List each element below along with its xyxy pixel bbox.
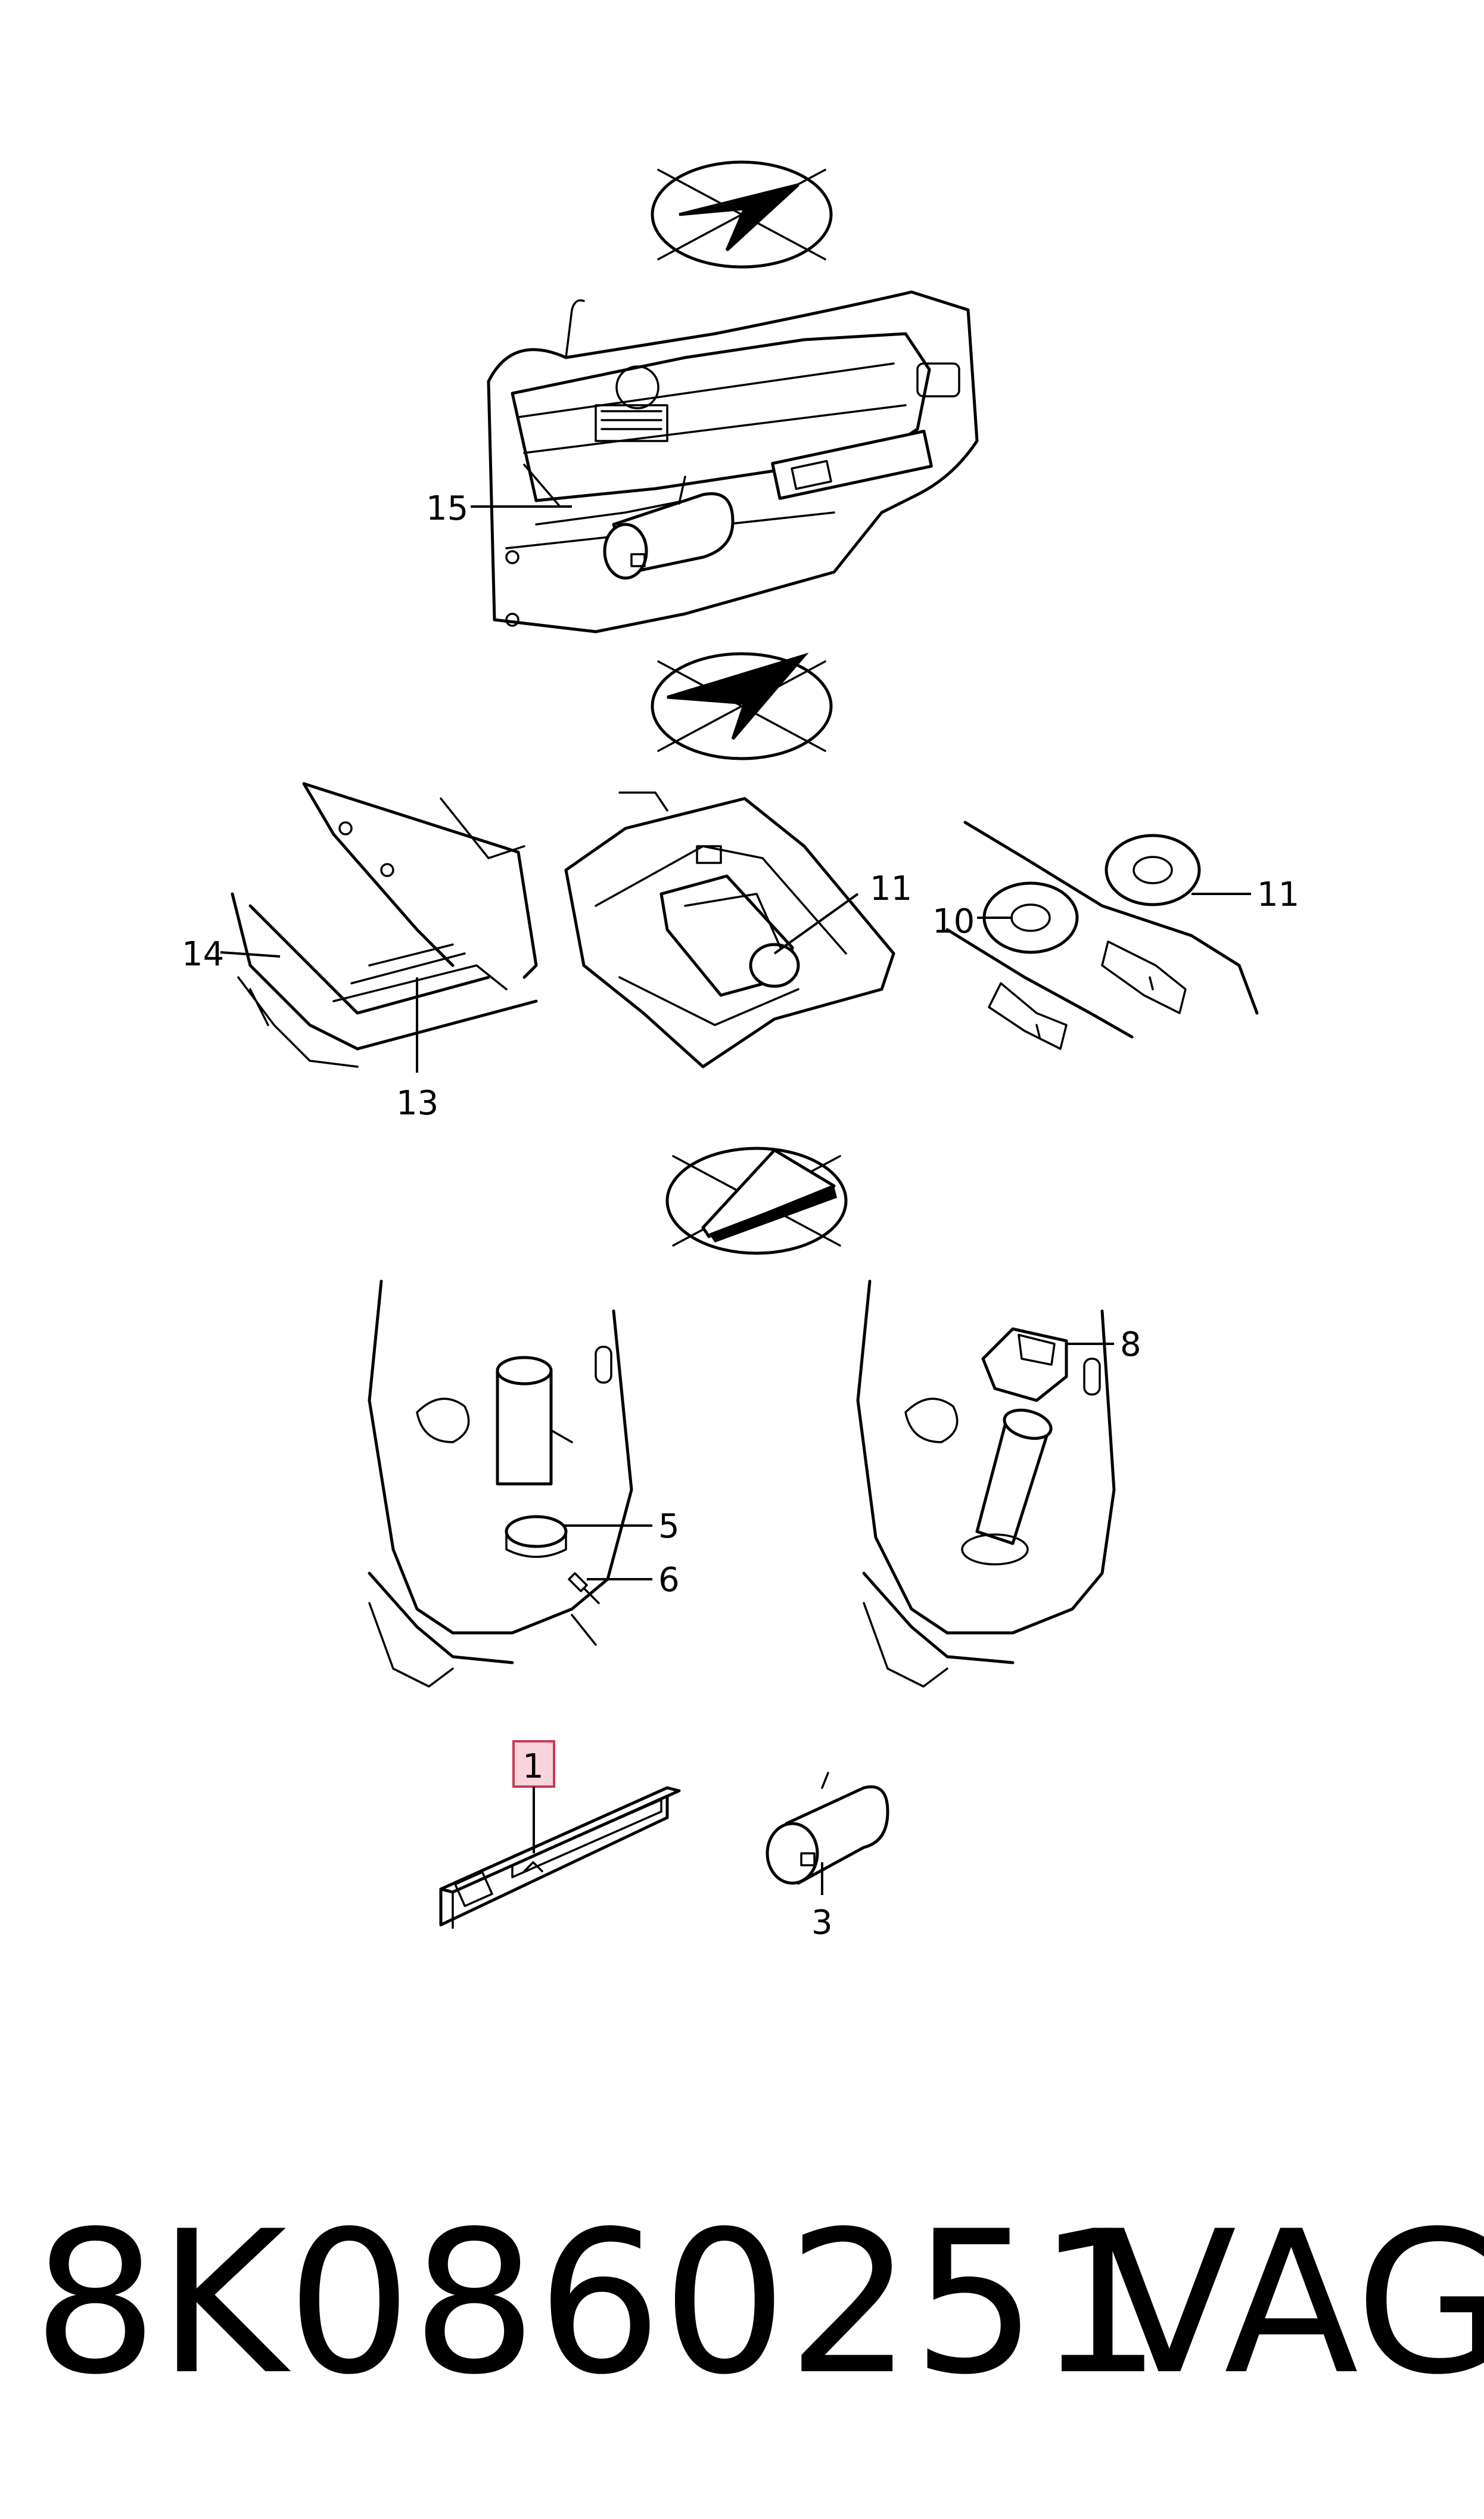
side-panel-right-view [856,1279,1116,1688]
callout-3[interactable]: 3 [811,1903,833,1942]
callout-15[interactable]: 15 [426,489,468,528]
callout-5[interactable]: 5 [658,1507,680,1546]
holders-view [945,821,1259,1050]
callout-14[interactable]: 14 [182,935,224,974]
part-1-warning-triangle-case[interactable] [439,1786,681,1929]
vehicle-type-symbol-middle [651,652,833,760]
part-3-canister[interactable] [766,1772,889,1885]
callout-13[interactable]: 13 [396,1084,438,1123]
floor-canister-view [564,791,895,1069]
callout-11-right[interactable]: 11 [1257,875,1299,914]
vehicle-type-symbol-top [651,160,833,269]
callout-1-highlight [512,1740,555,1788]
callout-11-center[interactable]: 11 [870,869,912,908]
vehicle-type-symbol-lower [665,1147,848,1255]
part-number-text: 8K0860251 [33,2189,1163,2418]
side-panel-left-view [368,1279,633,1688]
callout-6[interactable]: 6 [658,1561,680,1599]
rear-interior-view [487,290,979,633]
brand-text: VAG [1102,2189,1484,2418]
callout-10[interactable]: 10 [932,902,975,941]
trunk-floor-view [231,782,538,1068]
callout-8[interactable]: 8 [1120,1325,1141,1364]
callout-1[interactable]: 1 [522,1747,544,1786]
